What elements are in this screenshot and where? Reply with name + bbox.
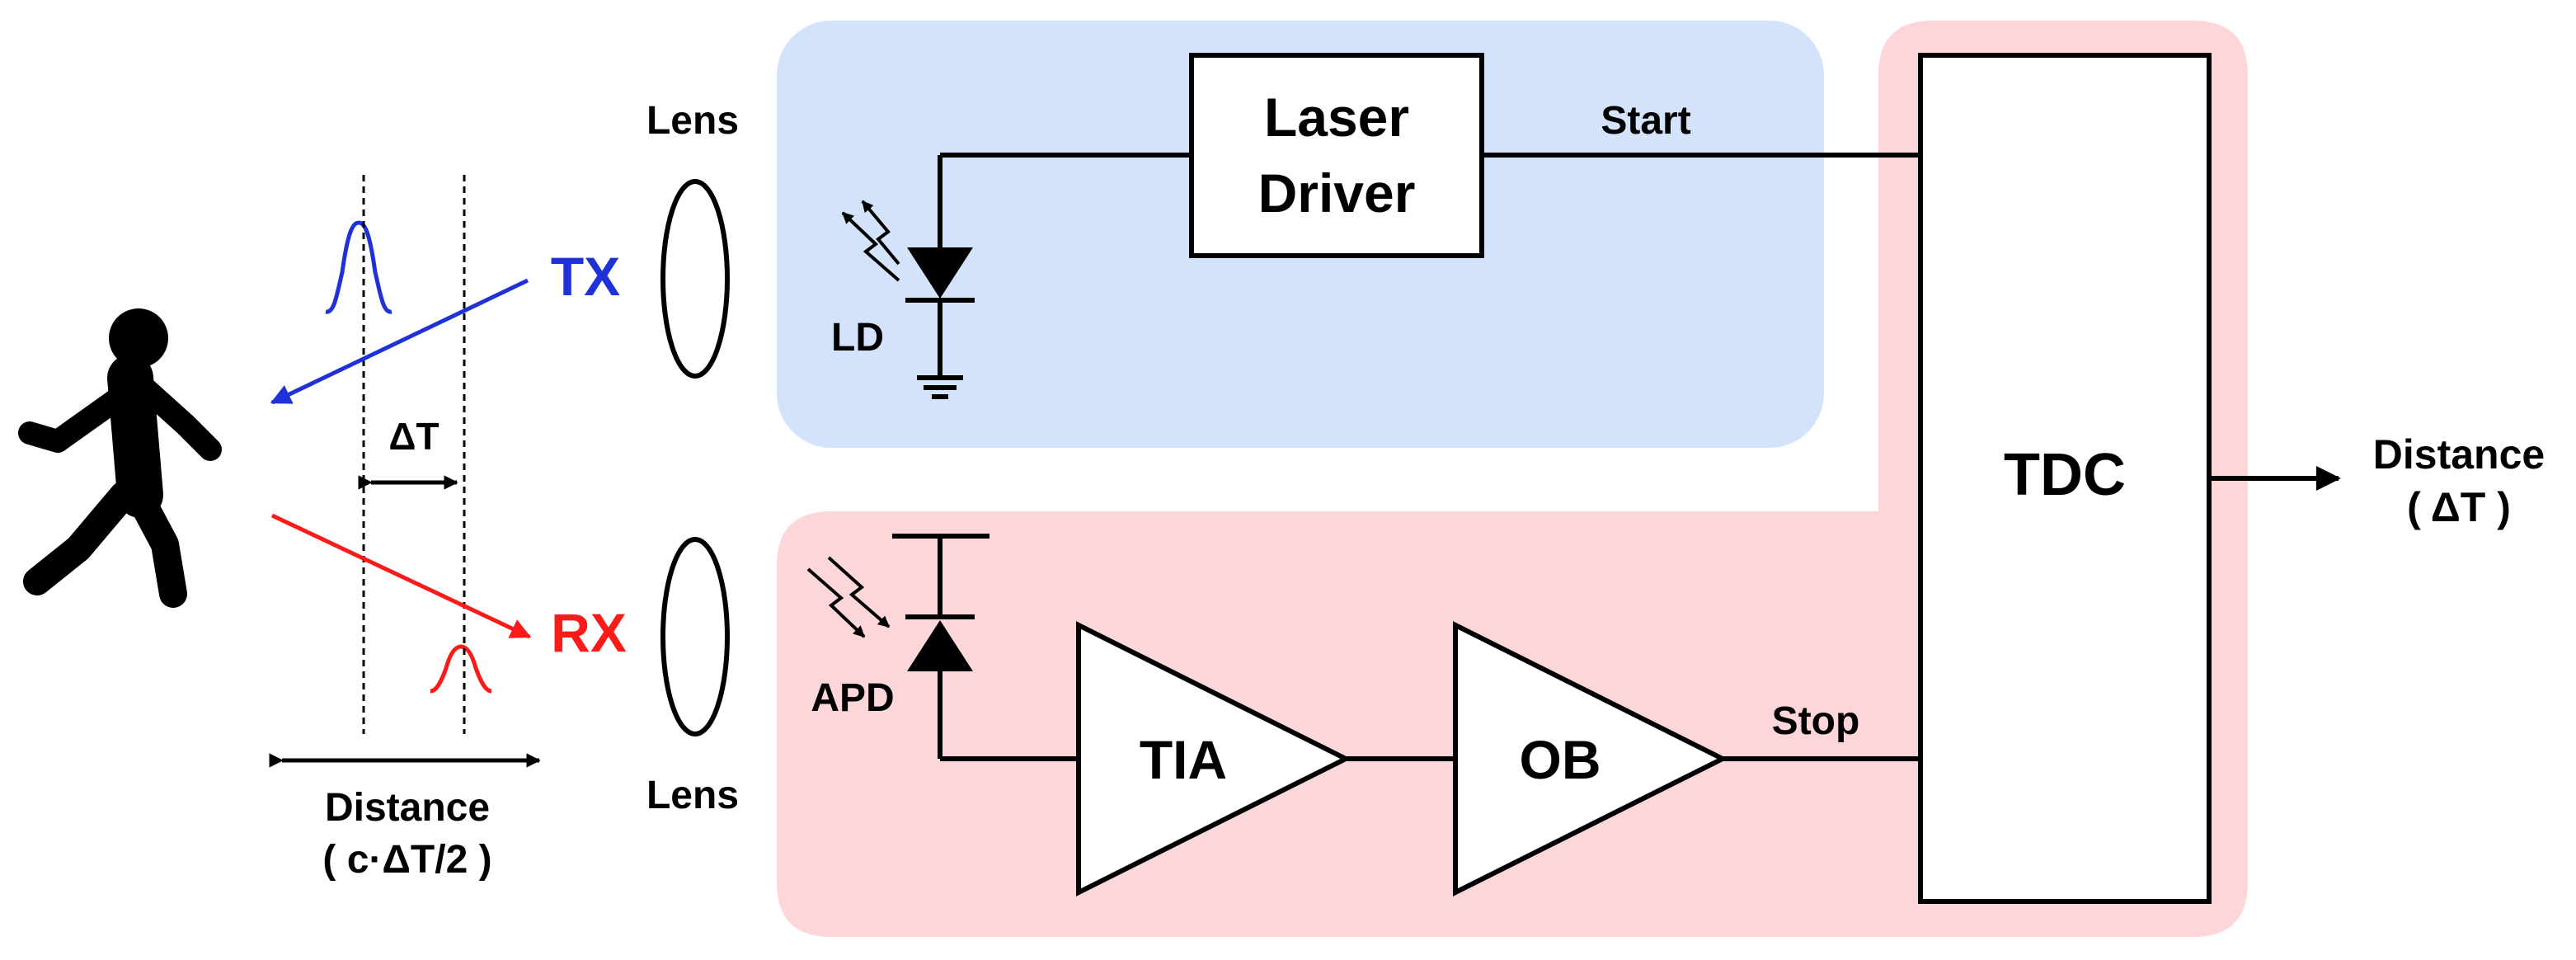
tx-ray-arrow (270, 278, 529, 405)
emission-arrows-icon (841, 200, 900, 282)
walking-person-icon (18, 308, 222, 608)
distance-label-right: Distance (2373, 431, 2545, 478)
ground-icon (917, 375, 963, 399)
laser-diode-icon (905, 155, 975, 378)
ld-label: LD (831, 316, 884, 360)
ob-label: OB (1520, 729, 1601, 790)
tia-amplifier (1076, 621, 1351, 896)
apd-label: APD (811, 676, 894, 720)
tx-pulse-icon (325, 220, 393, 314)
delta-t-label: ΔT (388, 415, 439, 458)
lens-label-bottom: Lens (646, 774, 739, 817)
start-label: Start (1601, 99, 1690, 143)
tia-label: TIA (1140, 729, 1227, 790)
incident-light-arrows-icon (806, 556, 891, 638)
laser-driver-label-1: Laser (1264, 87, 1409, 148)
rx-pulse-icon (430, 644, 492, 694)
distance-label-left: Distance (325, 786, 490, 830)
rx-lens (660, 537, 730, 736)
tx-lens (660, 179, 730, 379)
lens-label-top: Lens (646, 99, 739, 143)
rx-ray-arrow (270, 513, 532, 639)
distance-delta-right: ( ΔT ) (2407, 484, 2511, 530)
stop-label: Stop (1772, 699, 1860, 743)
laser-driver-label-2: Driver (1258, 162, 1416, 224)
tdc-label: TDC (2004, 442, 2126, 508)
rx-label: RX (551, 602, 627, 663)
tx-label: TX (551, 246, 620, 307)
ob-buffer (1453, 621, 1728, 896)
distance-formula-left: ( c·ΔT/2 ) (322, 838, 491, 882)
tdc-block (1918, 53, 2212, 904)
avalanche-photodiode-icon (892, 534, 990, 759)
laser-driver-block (1189, 53, 1484, 258)
